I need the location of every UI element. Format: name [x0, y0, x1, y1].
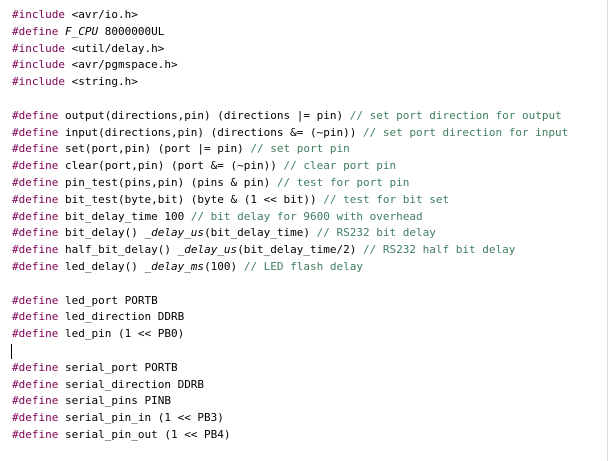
code-text: pin_test(pins,pin) (pins & pin)	[58, 175, 277, 189]
code-comment: // set port direction for input	[363, 125, 569, 139]
code-line[interactable]: #define serial_pins PINB	[12, 393, 568, 410]
preprocessor-directive: #define	[12, 377, 59, 391]
code-line[interactable]: #define bit_delay_time 100 // bit delay …	[12, 209, 568, 226]
code-line[interactable]: ​	[12, 276, 568, 293]
code-line[interactable]: #define led_port PORTB	[12, 293, 568, 310]
preprocessor-directive: #define	[12, 24, 59, 38]
code-line[interactable]: #define serial_pin_out (1 << PB4)	[12, 427, 568, 444]
code-text: 8000000UL	[98, 24, 165, 38]
code-line[interactable]: #define serial_port PORTB	[12, 360, 568, 377]
code-line[interactable]: #define half_bit_delay() _delay_us(bit_d…	[12, 242, 568, 259]
preprocessor-directive: #define	[12, 394, 59, 408]
code-text: led_direction DDRB	[58, 310, 185, 324]
code-text: <util/delay.h>	[64, 41, 165, 55]
code-line[interactable]: #define serial_pin_in (1 << PB3)	[12, 410, 568, 427]
code-text: <avr/pgmspace.h>	[64, 58, 178, 72]
code-text: set(port,pin) (port |= pin)	[58, 142, 251, 156]
preprocessor-directive: #include	[12, 58, 65, 72]
code-text: half_bit_delay()	[58, 243, 178, 257]
code-text: input(directions,pin) (directions &= (~p…	[58, 125, 363, 139]
text-caret	[11, 344, 12, 359]
code-line[interactable]: #define F_CPU 8000000UL	[12, 24, 568, 41]
preprocessor-directive: #define	[12, 125, 59, 139]
code-text: serial_pin_in (1 << PB3)	[58, 411, 224, 425]
code-text: (100)	[204, 259, 244, 273]
code-line[interactable]: ​	[12, 444, 568, 461]
code-text: serial_pin_out (1 << PB4)	[58, 427, 231, 441]
preprocessor-directive: #define	[12, 427, 59, 441]
code-text: bit_test(byte,bit) (byte & (1 << bit))	[58, 192, 324, 206]
code-comment: // test for bit set	[323, 192, 450, 206]
preprocessor-directive: #define	[12, 310, 59, 324]
code-comment: // bit delay for 9600 with overhead	[190, 209, 423, 223]
code-line[interactable]: #include <avr/pgmspace.h>	[12, 57, 568, 74]
preprocessor-directive: #define	[12, 175, 59, 189]
code-text: serial_pins PINB	[58, 394, 171, 408]
preprocessor-directive: #define	[12, 360, 59, 374]
code-line[interactable]: #define output(directions,pin) (directio…	[12, 108, 568, 125]
code-text: <string.h>	[64, 75, 138, 89]
code-text: (bit_delay_time)	[204, 226, 317, 240]
code-line[interactable]: #define bit_delay() _delay_us(bit_delay_…	[12, 225, 568, 242]
preprocessor-directive: #include	[12, 75, 65, 89]
code-comment: // test for port pin	[276, 175, 410, 189]
code-text: output(directions,pin) (directions |= pi…	[58, 108, 350, 122]
code-text: led_delay()	[58, 259, 145, 273]
preprocessor-directive: #define	[12, 108, 59, 122]
macro-name: _delay_us	[177, 243, 238, 257]
preprocessor-directive: #define	[12, 327, 59, 341]
preprocessor-directive: #include	[12, 8, 65, 21]
macro-name: _delay_us	[144, 226, 205, 240]
code-text: serial_direction DDRB	[58, 377, 205, 391]
code-line[interactable]: #define input(directions,pin) (direction…	[12, 125, 568, 142]
code-line[interactable]: ​	[12, 343, 568, 360]
code-comment: // RS232 bit delay	[316, 226, 436, 240]
code-comment: // LED flash delay	[243, 259, 364, 273]
code-text: led_port PORTB	[58, 293, 158, 307]
code-line[interactable]: #define led_delay() _delay_ms(100) // LE…	[12, 259, 568, 276]
code-line[interactable]: #include <string.h>	[12, 74, 568, 91]
code-comment: // set port pin	[250, 142, 350, 156]
macro-name: _delay_ms	[144, 259, 205, 273]
code-line[interactable]: #define led_direction DDRB	[12, 309, 568, 326]
preprocessor-directive: #define	[12, 226, 59, 240]
code-text: bit_delay_time 100	[58, 209, 191, 223]
code-line[interactable]: #define set(port,pin) (port |= pin) // s…	[12, 141, 568, 158]
preprocessor-directive: #define	[12, 142, 59, 156]
preprocessor-directive: #define	[12, 192, 59, 206]
preprocessor-directive: #define	[12, 411, 59, 425]
preprocessor-directive: #define	[12, 259, 59, 273]
code-line[interactable]: #define serial_direction DDRB	[12, 377, 568, 394]
code-text: (bit_delay_time/2)	[237, 243, 364, 257]
code-line[interactable]: #define bit_test(byte,bit) (byte & (1 <<…	[12, 192, 568, 209]
preprocessor-directive: #include	[12, 41, 65, 55]
preprocessor-directive: #define	[12, 243, 59, 257]
code-text: led_pin (1 << PB0)	[58, 327, 185, 341]
code-line[interactable]: ​	[12, 91, 568, 108]
macro-name: F_CPU	[64, 24, 99, 38]
preprocessor-directive: #define	[12, 159, 59, 173]
code-text: clear(port,pin) (port &= (~pin))	[58, 159, 284, 173]
code-line[interactable]: #include <avr/io.h>	[12, 7, 568, 24]
code-comment: // set port direction for output	[349, 108, 562, 122]
code-line[interactable]: #define pin_test(pins,pin) (pins & pin) …	[12, 175, 568, 192]
code-text: <avr/io.h>	[64, 8, 138, 21]
code-text: bit_delay()	[58, 226, 145, 240]
preprocessor-directive: #define	[12, 293, 59, 307]
code-text: serial_port PORTB	[58, 360, 178, 374]
code-comment: // RS232 half bit delay	[363, 243, 516, 257]
code-text	[58, 25, 65, 38]
code-comment: // clear port pin	[283, 159, 397, 173]
preprocessor-directive: #define	[12, 209, 59, 223]
code-area[interactable]: #include <avr/io.h>#define F_CPU 8000000…	[12, 7, 568, 461]
code-line[interactable]: #define clear(port,pin) (port &= (~pin))…	[12, 158, 568, 175]
code-line[interactable]: #define led_pin (1 << PB0)	[12, 326, 568, 343]
code-line[interactable]: #include <util/delay.h>	[12, 41, 568, 58]
